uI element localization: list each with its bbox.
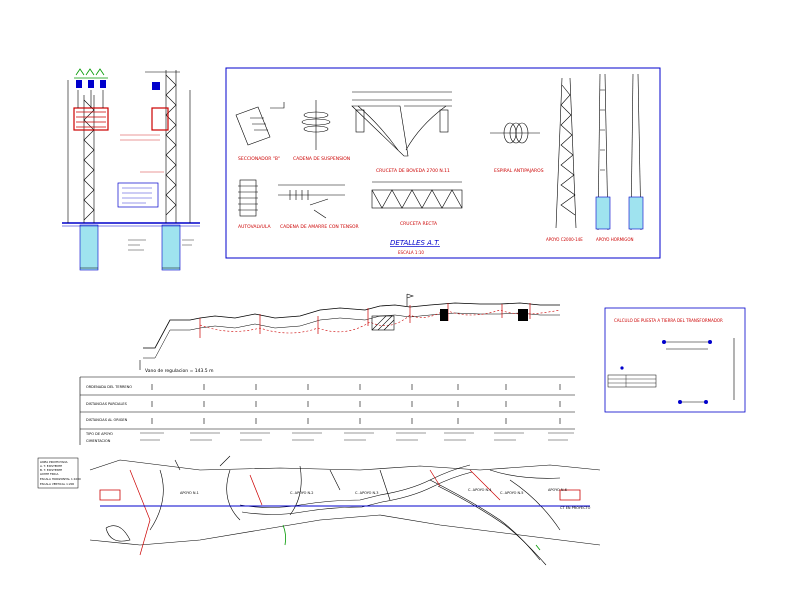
label-apoyo-celosia: APOYO C2000-14E xyxy=(546,237,583,242)
top-insulators xyxy=(74,68,160,108)
cruceta-boveda-detail: CRUCETA DE BOVEDA 2700 N.11 xyxy=(351,91,452,174)
grounding-panel: CALCULO DE PUESTA A TIERRA DEL TRANSFORM… xyxy=(604,307,746,413)
longitudinal-profile: Vano de regulacion = 143.5 m ORDENADA DE… xyxy=(79,293,575,445)
cadena-suspension-detail: CADENA DE SUSPENSION xyxy=(293,100,350,162)
detail-panel: SECCIONADOR "B" CADENA DE SUSPENSION CRU… xyxy=(225,67,661,259)
legend-box xyxy=(37,457,79,489)
foundation-left xyxy=(79,224,99,271)
autovalvula-detail: AUTOVALVULA xyxy=(238,179,271,230)
row-cimentacion: CIMENTACION xyxy=(86,439,111,443)
label-cadena: CADENA DE SUSPENSION xyxy=(293,156,350,162)
row-parciales: DISTANCIAS PARCIALES xyxy=(86,402,128,406)
cadena-amarre-detail: CADENA DE AMARRE CON TENSOR xyxy=(278,184,359,230)
pole-left xyxy=(83,95,95,223)
label-espiral: ESPIRAL ANTIPAJAROS xyxy=(494,168,544,174)
map-label-7: CT EN PROYECTO xyxy=(560,506,591,510)
site-plan: LINEA PROYECTADA A. T. EXISTENTE B. T. E… xyxy=(37,455,601,566)
detail-title: DETALLES A.T. xyxy=(390,239,440,247)
label-amarre: CADENA DE AMARRE CON TENSOR xyxy=(280,224,359,230)
legend-item-1: LINEA PROYECTADA xyxy=(40,460,68,464)
legend-item-6: ESCALA VERTICAL 1:200 xyxy=(40,482,74,486)
row-origen: DISTANCIAS AL ORIGEN xyxy=(86,418,128,422)
map-label-1: APOYO N.1 xyxy=(180,491,199,495)
cruceta-recta-detail: CRUCETA RECTA xyxy=(371,181,463,227)
transformer-pole-elevation xyxy=(62,68,200,271)
conductor-catenary xyxy=(199,309,561,334)
seccionador-detail: SECCIONADOR "B" xyxy=(235,102,285,162)
label-cruceta: CRUCETA DE BOVEDA 2700 N.11 xyxy=(376,168,450,174)
detail-scale: ESCALA 1:10 xyxy=(398,250,424,255)
row-ordenada: ORDENADA DEL TERRENO xyxy=(86,385,132,389)
espiral-detail: ESPIRAL ANTIPAJAROS xyxy=(490,122,544,174)
profile-table: ORDENADA DEL TERRENO DISTANCIAS PARCIALE… xyxy=(79,376,575,445)
plate-box xyxy=(117,182,159,208)
pole-right xyxy=(145,70,180,223)
map-label-5: C. APOYO N.5 xyxy=(500,491,524,495)
map-label-6: APOYO N.6 xyxy=(548,488,567,492)
transformer-right xyxy=(151,107,169,131)
foundation-right xyxy=(161,224,181,271)
lattice-pole-detail: APOYO C2000-14E xyxy=(546,77,583,242)
legend-item-4: LIMITE FINCA xyxy=(40,472,58,476)
label-cruceta-recta: CRUCETA RECTA xyxy=(400,221,438,227)
terrain-line xyxy=(143,302,560,349)
vano-label: Vano de regulacion = 143.5 m xyxy=(145,368,213,374)
legend-item-5: ESCALA HORIZONTAL 1:1000 xyxy=(40,477,81,481)
grounding-title: CALCULO DE PUESTA A TIERRA DEL TRANSFORM… xyxy=(614,318,723,323)
map-label-2: C. APOYO N.2 xyxy=(290,491,314,495)
map-label-4: C. APOYO N.4 xyxy=(468,488,492,492)
label-autovalvula: AUTOVALVULA xyxy=(238,224,271,230)
concrete-poles-detail: APOYO HORMIGON xyxy=(595,73,644,242)
detail-frame xyxy=(225,67,661,259)
label-seccionador: SECCIONADOR "B" xyxy=(238,156,280,162)
grounding-frame xyxy=(604,307,746,413)
label-apoyo-hormigon: APOYO HORMIGON xyxy=(596,237,634,242)
legend-item-3: B. T. EXISTENTE xyxy=(40,468,62,472)
legend-item-2: A. T. EXISTENTE xyxy=(40,464,62,468)
map-label-3: C. APOYO N.3 xyxy=(355,491,379,495)
row-tipo-apoyo: TIPO DE APOYO xyxy=(85,432,113,436)
